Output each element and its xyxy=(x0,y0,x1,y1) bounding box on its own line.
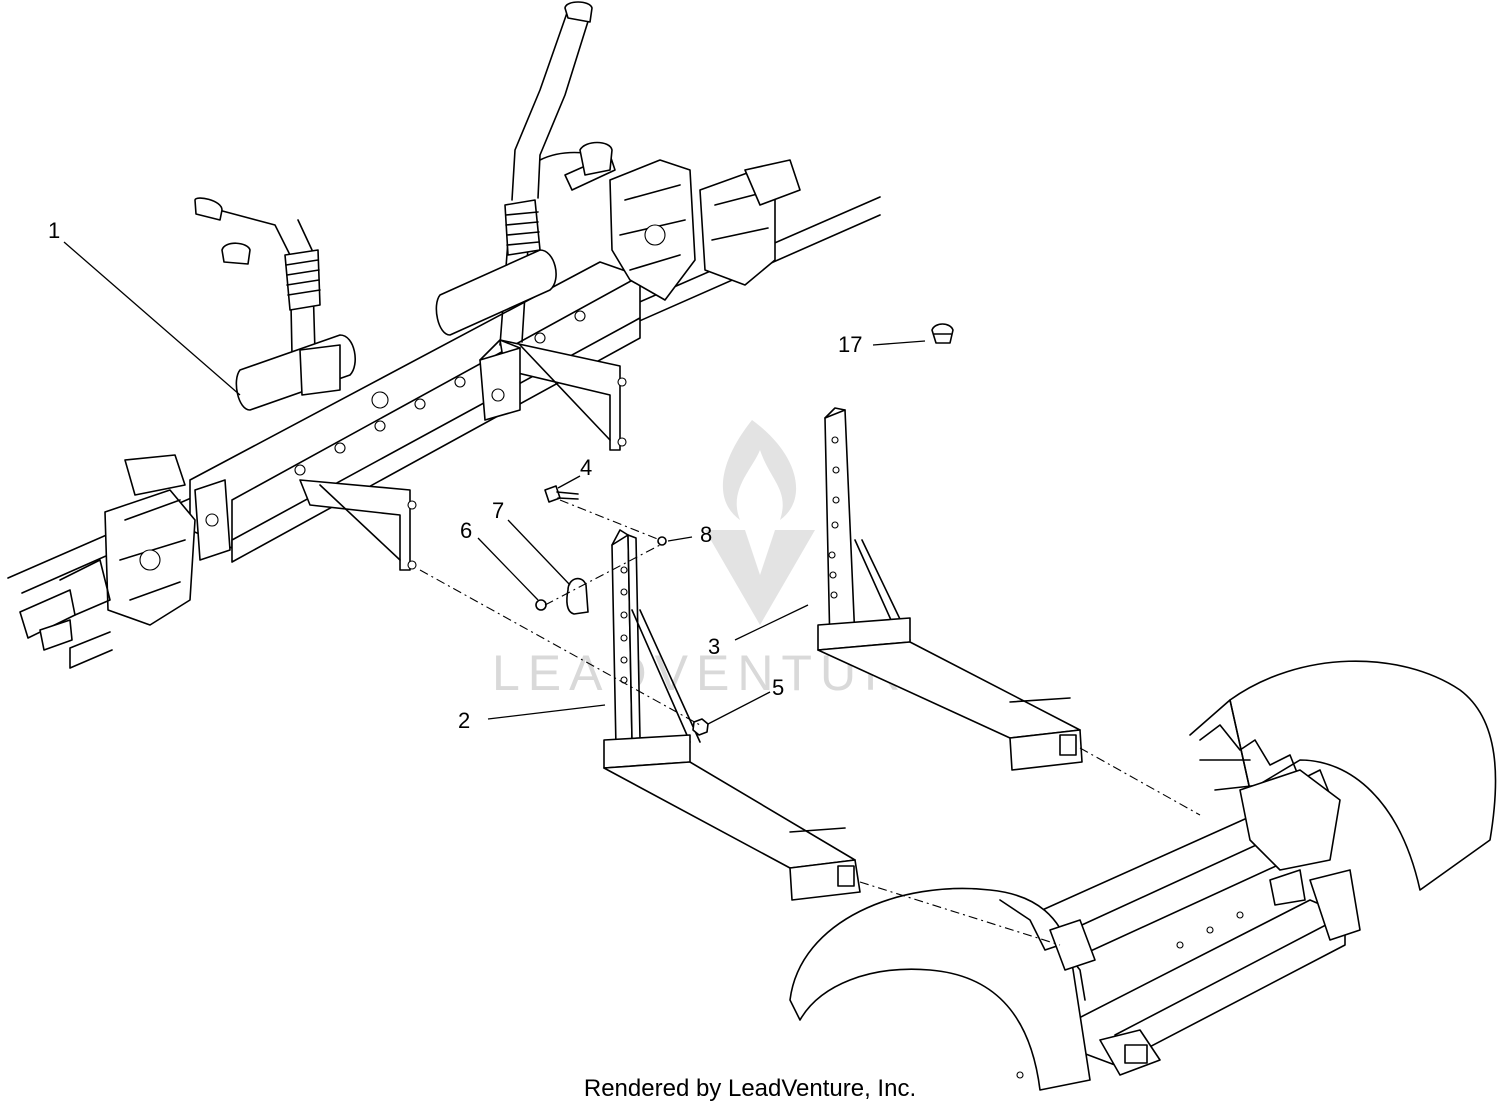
clamp-part-7 xyxy=(566,577,589,615)
callout-5: 5 xyxy=(772,675,784,700)
nut-part-8 xyxy=(657,536,667,546)
callout-4: 4 xyxy=(580,455,592,480)
stand-part-2 xyxy=(603,529,861,901)
hardware xyxy=(535,323,954,736)
nut-part-5 xyxy=(692,718,709,736)
assembly-lines xyxy=(419,499,1201,946)
callout-8: 8 xyxy=(700,522,712,547)
callouts: 1 2 3 4 5 6 7 8 17 xyxy=(48,218,862,733)
callout-6: 6 xyxy=(460,518,472,543)
callout-1: 1 xyxy=(48,218,60,243)
callout-17: 17 xyxy=(838,332,862,357)
callout-3: 3 xyxy=(708,634,720,659)
bolt-part-4 xyxy=(544,485,561,503)
bolt-part-6 xyxy=(535,599,547,611)
watermark-flame-icon xyxy=(722,420,797,520)
callout-2: 2 xyxy=(458,708,470,733)
rear-axle-assembly xyxy=(789,660,1497,1091)
watermark-v-icon xyxy=(705,530,815,625)
front-frame-assembly xyxy=(7,1,881,669)
stand-part-3 xyxy=(817,407,1083,771)
leader-lines xyxy=(63,241,926,725)
render-credit: Rendered by LeadVenture, Inc. xyxy=(583,1075,917,1102)
callout-7: 7 xyxy=(492,498,504,523)
